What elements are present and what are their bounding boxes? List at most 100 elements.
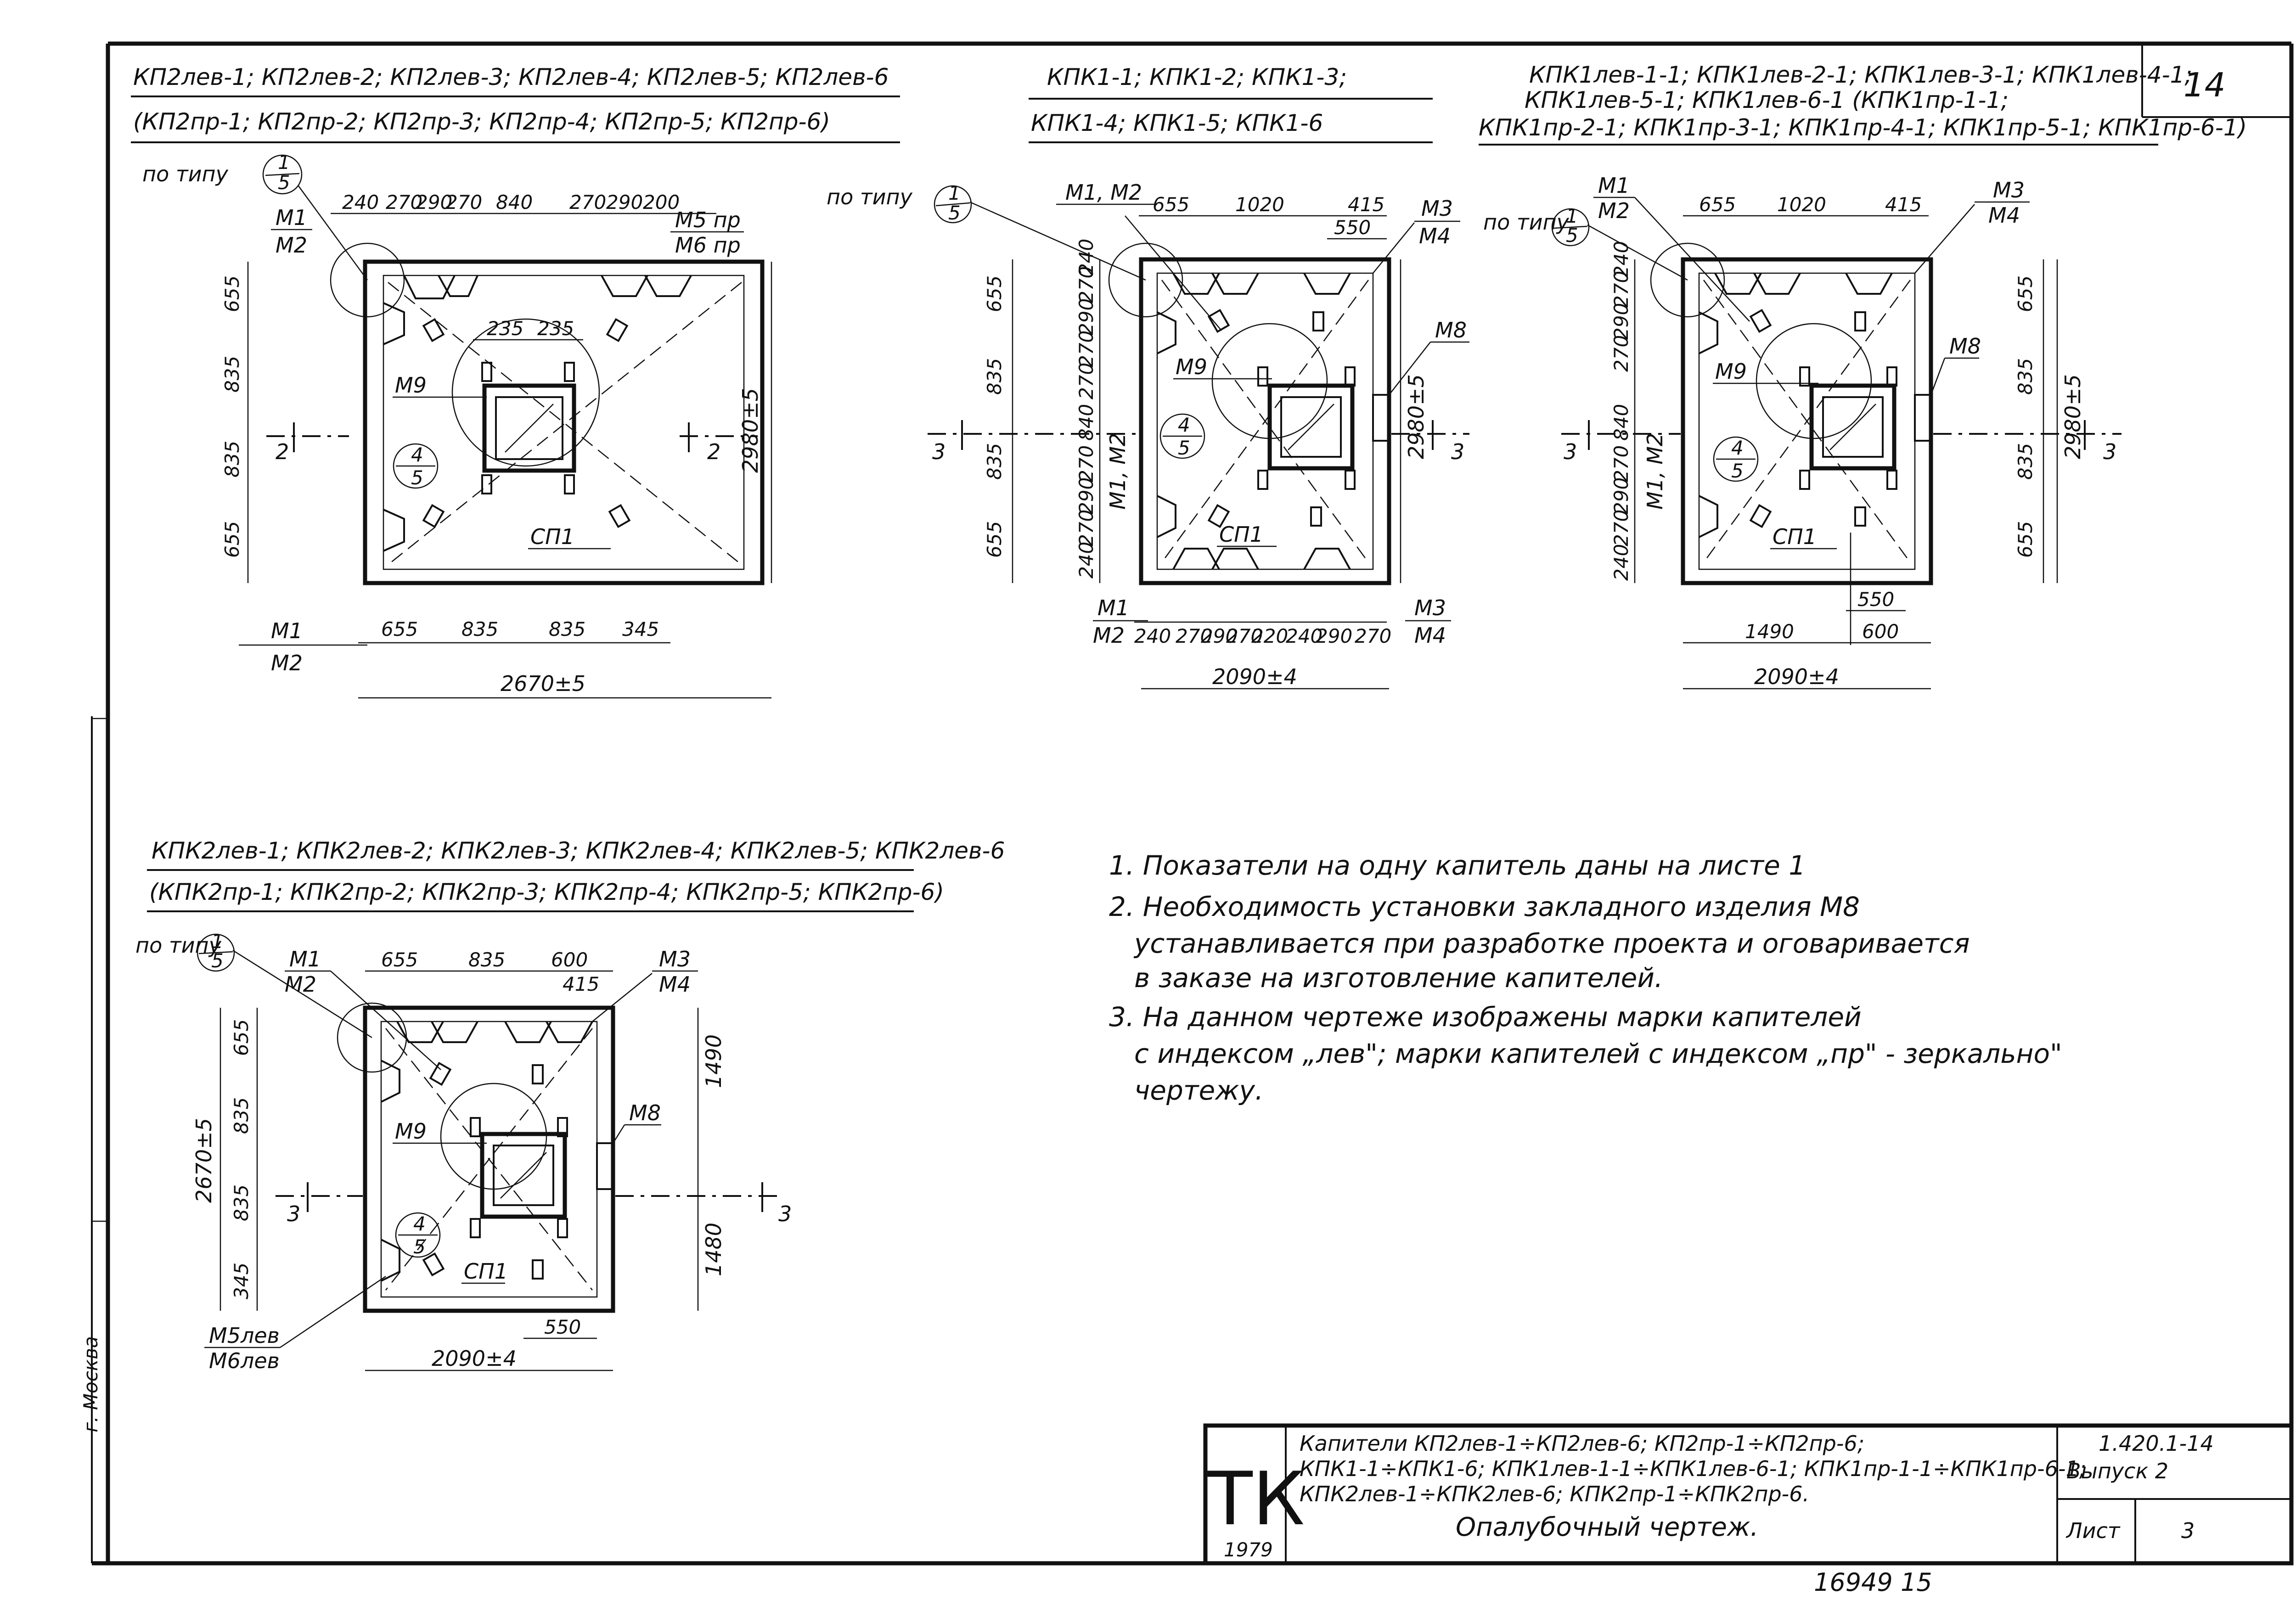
kpk1-po-tipu: по типу [827,185,913,209]
kpk2-label-m9: М9 [395,1119,427,1144]
kpk1-section-left: 3 [932,439,945,464]
kpk1-top-dim2: 550 [1334,216,1371,239]
kpk2-left-dim-3: 345 [230,1263,253,1299]
kp2-label-m1b: М1 [271,618,303,643]
kpk1lev-left-small-2: 290 [1610,303,1632,340]
kpk2-ref-num: 1 [211,930,224,953]
note-line-2: устанавливается при разработке проекта и… [1133,928,1970,959]
kpk1lev-left-small-0: 240 [1610,241,1632,278]
kpk1-bottom-dim-5: 240 [1286,625,1322,647]
kpk1lev-left-small-6: 290 [1610,477,1632,514]
kpk2-label-m3: М3 [659,947,691,971]
kpk1-section-right: 3 [1451,439,1464,464]
kpk1-top-dim-0: 655 [1153,193,1189,216]
kp2-ref-den: 5 [278,171,290,194]
tb-code: 1.420.1-14 [2099,1431,2214,1456]
kpk1-left-small-0: 240 [1075,239,1097,275]
view-kpk2: КПК2лев-1; КПК2лев-2; КПК2лев-3; КПК2лев… [135,837,1005,1373]
tb-year: 1979 [1224,1538,1273,1561]
kpk1-ref-num: 1 [948,182,961,204]
kpk2-po-tipu: по типу [135,933,222,958]
kpk1-ref-den: 5 [948,202,961,224]
kpk1lev-bottom-dim-1: 600 [1862,620,1899,643]
kpk2-label-m4: М4 [659,972,691,997]
notes-block: 1. Показатели на одну капитель даны на л… [1109,850,2062,1106]
kp2-top-dim-5: 270 [569,191,606,213]
kpk1lev-label-m2: М2 [1598,198,1630,223]
note-line-1: 2. Необходимость установки закладного из… [1109,891,1860,922]
kp2-section-right: 2 [707,439,720,464]
kpk1lev-bottom-dim-0: 1490 [1745,620,1794,643]
tb-issue: Выпуск 2 [2066,1459,2168,1483]
kpk1-left-dim-3: 655 [983,521,1006,558]
kpk1lev-section-left: 3 [1564,439,1577,464]
kpk1lev-left-dim-0: 655 [2014,275,2037,312]
kp2-overall-width: 2670±5 [501,671,585,696]
kpk2-label-m6: М6лев [209,1348,280,1373]
note-line-6: чертежу. [1134,1075,1263,1106]
kpk1lev-left-small-8: 240 [1610,544,1632,581]
kpk1-left-small-8: 270 [1075,510,1097,546]
kp2-left-dim-2: 835 [221,441,243,477]
kp2-left-dim-0: 655 [221,275,243,312]
kpk1-label-m3b: М3 [1414,595,1446,620]
kp2-top-dim-1: 270 [386,191,422,213]
kpk1-top-dim-1: 1020 [1235,193,1284,216]
tb-line1: Капители КП2лев-1÷КП2лев-6; КП2пр-1÷КП2п… [1300,1431,1864,1456]
kpk1-label-m9: М9 [1176,354,1207,379]
kpk2-sec-den: 5 [413,1235,426,1258]
kpk1-left-small-1: 270 [1075,266,1097,303]
note-line-3: в заказе на изготовление капителей. [1134,962,1663,994]
kpk1-label-m1b: М1 [1097,595,1129,620]
kpk2-sec-num: 4 [413,1213,426,1235]
kpk1-title1: КПК1-1; КПК1-2; КПК1-3; [1047,64,1347,90]
kp2-m9-dim-1: 235 [537,317,574,340]
note-line-4: 3. На данном чертеже изображены марки ка… [1109,1001,1862,1033]
kpk1lev-label-m8: М8 [1949,334,1981,359]
view-kp2: КП2лев-1; КП2лев-2; КП2лев-3; КП2лев-4; … [131,64,900,699]
kpk1lev-sec-num: 4 [1731,437,1744,459]
kpk1-overall-height: 2980±5 [1404,374,1429,459]
kpk1-title2: КПК1-4; КПК1-5; КПК1-6 [1031,110,1323,136]
kpk1-label-m3: М3 [1421,196,1453,221]
kp2-bottom-dim-2: 835 [549,618,585,640]
kpk1lev-title2: КПК1лев-5-1; КПК1лев-6-1 (КПК1пр-1-1; [1525,87,2009,113]
kpk1-left-dim-2: 835 [983,443,1006,480]
kpk1-left-dim-0: 655 [983,275,1006,312]
kpk2-left-dim-0: 655 [230,1019,253,1056]
sheet-frame: 14 [92,41,2294,1566]
kp2-label-m2b: М2 [271,651,303,675]
kpk1lev-left-dim-2: 835 [2014,443,2037,480]
kpk1-bottom-dim-2: 290 [1201,625,1238,647]
kpk1-left-small-9: 240 [1075,542,1097,578]
kp2-label-m6: М6 пр [675,233,741,258]
kp2-title1: КП2лев-1; КП2лев-2; КП2лев-3; КП2лев-4; … [133,64,889,90]
kpk2-bottom-dim: 550 [544,1316,581,1338]
kpk1-left-dim-1: 835 [983,358,1006,395]
bottom-note: 16949 15 [1814,1568,1932,1597]
kp2-title2: (КП2пр-1; КП2пр-2; КП2пр-3; КП2пр-4; КП2… [133,108,830,135]
kpk2-top-dim-2: 600 [551,949,588,971]
kpk2-right-dim-0: 1490 [701,1034,726,1088]
kpk1-label-m1m2v: М1, М2 [1105,433,1130,510]
tb-sheet-label: Лист [2065,1518,2121,1543]
kpk2-top-dim-0: 655 [381,949,418,971]
kpk1-top-dim-2: 415 [1348,193,1384,216]
kp2-po-tipu: по типу [142,162,229,186]
kpk1-label-sp1: СП1 [1219,522,1263,547]
kpk1lev-title1: КПК1лев-1-1; КПК1лев-2-1; КПК1лев-3-1; К… [1529,62,2192,88]
kpk1lev-label-sp1: СП1 [1773,524,1817,549]
kpk1-bottom-dim-3: 270 [1226,625,1263,647]
kpk1-left-small-5: 840 [1075,404,1097,441]
kp2-top-dim-6: 290 [606,191,643,213]
sheet-number: 14 [2183,66,2226,104]
kpk1lev-top-dim-1: 1020 [1777,193,1826,216]
kp2-bottom-dim-1: 835 [461,618,498,640]
kpk1-sec-den: 5 [1178,437,1190,459]
kpk1-left-small-3: 270 [1075,331,1097,367]
kpk1lev-overall-width: 2090±4 [1754,664,1839,689]
tb-sheet-value: 3 [2181,1518,2195,1543]
kpk1lev-left-small-4: 840 [1610,404,1632,441]
side-city: г. Москва [79,1336,102,1432]
kpk2-overall-height: 2670±5 [191,1118,216,1203]
